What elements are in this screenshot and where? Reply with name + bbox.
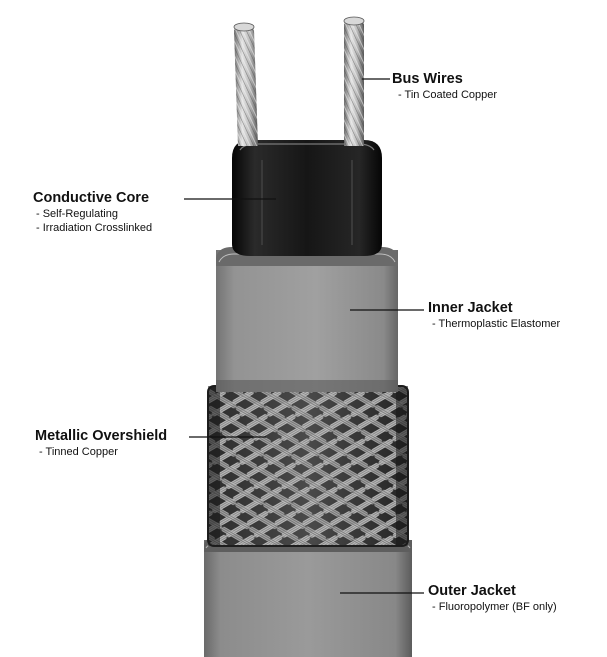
outer-jacket <box>204 536 412 657</box>
bus-wires-title: Bus Wires <box>392 71 463 87</box>
outer-jacket-detail: - Fluoropolymer (BF only) <box>432 601 557 613</box>
conductive-core-detail-2: - Irradiation Crosslinked <box>36 222 153 234</box>
inner-jacket-detail: - Thermoplastic Elastomer <box>432 318 561 330</box>
bus-wires-detail: - Tin Coated Copper <box>398 89 498 101</box>
conductive-core-detail-1: - Self-Regulating <box>36 208 118 220</box>
inner-jacket-title: Inner Jacket <box>428 300 513 316</box>
conductive-core-label: Conductive Core - Self-Regulating - Irra… <box>33 189 152 235</box>
inner-jacket-label: Inner Jacket - Thermoplastic Elastomer <box>428 299 560 331</box>
outer-jacket-label: Outer Jacket - Fluoropolymer (BF only) <box>428 582 557 614</box>
inner-jacket <box>216 247 398 392</box>
metallic-overshield-label: Metallic Overshield - Tinned Copper <box>35 427 167 459</box>
bus-wires-label: Bus Wires - Tin Coated Copper <box>392 70 497 102</box>
conductive-core <box>232 140 382 256</box>
conductive-core-title: Conductive Core <box>33 190 150 206</box>
bus-wires <box>233 16 365 146</box>
leader-lines <box>184 78 424 594</box>
bus-wire-left <box>233 22 258 146</box>
outer-jacket-title: Outer Jacket <box>428 583 516 599</box>
metallic-overshield <box>207 385 409 547</box>
bus-wire-right <box>343 16 365 146</box>
metallic-overshield-detail: - Tinned Copper <box>39 446 118 458</box>
metallic-overshield-title: Metallic Overshield <box>35 428 168 444</box>
